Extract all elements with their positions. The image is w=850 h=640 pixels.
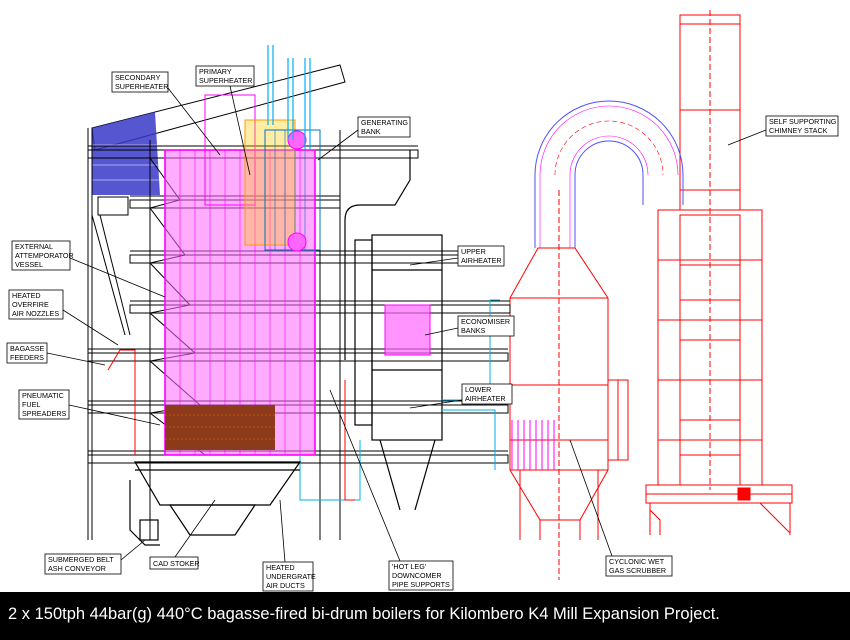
label-primary-superheater-line2: SUPERHEATER <box>199 76 252 85</box>
label-generating-bank-line1: GENERATING <box>361 118 408 127</box>
label-submerged-belt: SUBMERGED BELT ASH CONVEYOR <box>44 539 146 575</box>
label-chimney-stack-line1: SELF SUPPORTING <box>769 117 837 126</box>
label-heated-undergrate: HEATED UNDERGRATE AIR DUCTS <box>262 499 316 592</box>
figure-caption: 2 x 150tph 44bar(g) 440°C bagasse-fired … <box>8 605 720 623</box>
label-primary-superheater-line1: PRIMARY <box>199 67 232 76</box>
label-submerged-belt-line1: SUBMERGED BELT <box>48 555 114 564</box>
label-hot-leg-downcomer-line2: DOWNCOMER <box>392 571 442 580</box>
label-upper-airheater: UPPER AIRHEATER <box>409 245 505 267</box>
label-upper-airheater-line1: UPPER <box>461 247 486 256</box>
label-secondary-superheater-line1: SECONDARY <box>115 73 161 82</box>
label-bagasse-feeders: BAGASSE FEEDERS <box>6 342 106 366</box>
label-submerged-belt-line2: ASH CONVEYOR <box>48 564 106 573</box>
label-hot-leg-downcomer: 'HOT LEG' DOWNCOMER PIPE SUPPORTS <box>329 389 454 591</box>
label-hot-leg-downcomer-line1: 'HOT LEG' <box>392 562 427 571</box>
label-cyclonic-scrubber: CYCLONIC WET GAS SCRUBBER <box>569 439 673 577</box>
label-external-attemporator-line3: VESSEL <box>15 260 43 269</box>
label-external-attemporator: EXTERNAL ATTEMPORATOR VESSEL <box>11 240 166 298</box>
scrubber-nozzles <box>511 420 555 470</box>
label-external-attemporator-line2: ATTEMPORATOR <box>15 251 74 260</box>
label-generating-bank: GENERATING BANK <box>317 116 411 161</box>
label-economiser-banks-line1: ECONOMISER <box>461 317 510 326</box>
furnace <box>164 94 321 456</box>
red-ducts <box>107 349 355 501</box>
label-heated-overfire-line3: AIR NOZZLES <box>12 309 59 318</box>
ash-hoppers <box>129 461 302 546</box>
label-lower-airheater: LOWER AIRHEATER <box>409 383 513 409</box>
duct-arch <box>534 100 684 248</box>
label-cyclonic-scrubber-line1: CYCLONIC WET <box>609 557 665 566</box>
label-cad-stoker-line1: CAD STOKER <box>153 559 200 568</box>
label-secondary-superheater-line2: SUPERHEATER <box>115 82 168 91</box>
boiler-roof <box>91 64 346 216</box>
label-heated-overfire: HEATED OVERFIRE AIR NOZZLES <box>8 289 119 346</box>
label-chimney-stack-line2: CHIMNEY STACK <box>769 126 828 135</box>
label-cad-stoker: CAD STOKER <box>149 499 216 570</box>
chimney-stack <box>645 10 793 535</box>
label-upper-airheater-line2: AIRHEATER <box>461 256 502 265</box>
label-lower-airheater-line1: LOWER <box>465 385 491 394</box>
label-chimney-stack: SELF SUPPORTING CHIMNEY STACK <box>727 115 839 146</box>
label-lower-airheater-line2: AIRHEATER <box>465 394 506 403</box>
label-secondary-superheater: SECONDARY SUPERHEATER <box>111 71 221 156</box>
label-external-attemporator-line1: EXTERNAL <box>15 242 53 251</box>
label-heated-undergrate-line2: UNDERGRATE <box>266 572 316 581</box>
label-cyclonic-scrubber-line2: GAS SCRUBBER <box>609 566 666 575</box>
label-heated-undergrate-line1: HEATED <box>266 563 295 572</box>
label-generating-bank-line2: BANK <box>361 127 381 136</box>
label-heated-overfire-line2: OVERFIRE <box>12 300 49 309</box>
label-primary-superheater: PRIMARY SUPERHEATER <box>195 65 255 176</box>
label-pneumatic-spreaders: PNEUMATIC FUEL SPREADERS <box>18 389 161 426</box>
label-pneumatic-spreaders-line1: PNEUMATIC <box>22 391 64 400</box>
label-heated-undergrate-line3: AIR DUCTS <box>266 581 305 590</box>
caption-bar <box>0 592 850 640</box>
boiler-plant-drawing: SECONDARY SUPERHEATER PRIMARY SUPERHEATE… <box>6 10 839 592</box>
steam-pipes <box>267 45 311 150</box>
label-hot-leg-downcomer-line3: PIPE SUPPORTS <box>392 580 450 589</box>
label-pneumatic-spreaders-line2: FUEL <box>22 400 40 409</box>
label-economiser-banks-line2: BANKS <box>461 326 486 335</box>
label-pneumatic-spreaders-line3: SPREADERS <box>22 409 67 418</box>
label-bagasse-feeders-line1: BAGASSE <box>10 344 45 353</box>
airheater-block <box>344 150 443 511</box>
label-economiser-banks: ECONOMISER BANKS <box>424 315 515 337</box>
label-bagasse-feeders-line2: FEEDERS <box>10 353 44 362</box>
gas-scrubber <box>509 190 629 580</box>
economiser-banks <box>384 304 431 356</box>
label-heated-overfire-line1: HEATED <box>12 291 41 300</box>
